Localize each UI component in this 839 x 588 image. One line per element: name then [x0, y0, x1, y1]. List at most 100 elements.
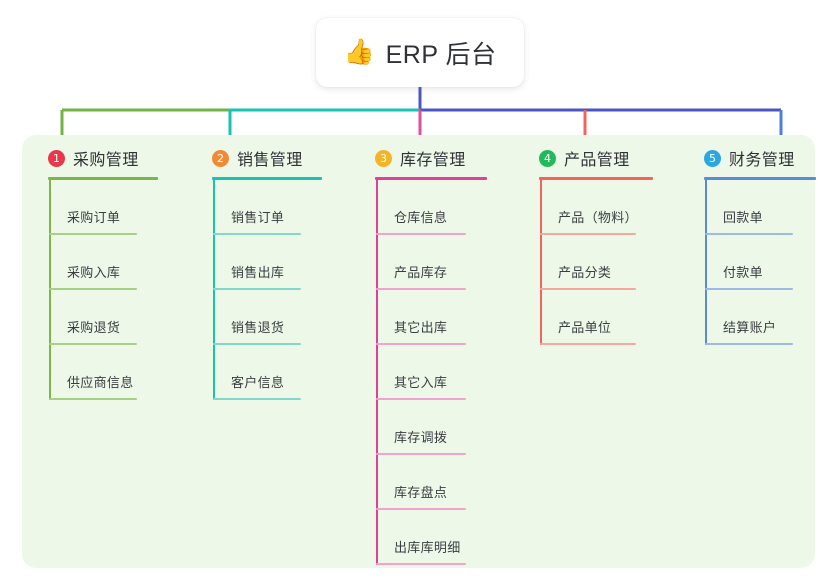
branch-number-badge: 4	[539, 149, 556, 167]
leaf-item-underline	[540, 288, 636, 290]
leaf-item-2-2[interactable]: 销售出库	[200, 235, 352, 290]
leaf-item-3-5[interactable]: 库存调拨	[363, 400, 515, 455]
leaf-item-label: 出库库明细	[394, 540, 461, 555]
branch-header-underline	[48, 177, 158, 180]
leaf-item-label: 销售出库	[231, 265, 285, 280]
leaf-item-4-2[interactable]: 产品分类	[527, 235, 687, 290]
leaf-item-1-4[interactable]: 供应商信息	[36, 345, 188, 400]
leaf-item-label: 回款单	[723, 210, 763, 225]
leaf-item-3-1[interactable]: 仓库信息	[363, 180, 515, 235]
branch-leaf-list: 采购订单采购入库采购退货供应商信息	[36, 180, 188, 400]
branch-column-4[interactable]: 4 产品管理产品（物料） 产品分类产品单位	[527, 143, 687, 345]
branch-column-5[interactable]: 5 财务管理回款单付款单结算账户	[692, 143, 839, 345]
leaf-item-underline	[376, 563, 466, 565]
leaf-item-label: 产品（物料）	[558, 210, 638, 225]
leaf-item-label: 其它入库	[394, 375, 448, 390]
branch-number-badge: 1	[48, 149, 65, 167]
branch-column-2[interactable]: 2 销售管理销售订单销售出库销售退货客户信息	[200, 143, 352, 400]
leaf-item-label: 库存调拨	[394, 430, 448, 445]
branch-column-3[interactable]: 3 库存管理仓库信息产品库存其它出库其它入库库存调拨库存盘点出库库明细	[363, 143, 515, 565]
leaf-item-4-3[interactable]: 产品单位	[527, 290, 687, 345]
leaf-item-underline	[49, 233, 137, 235]
branch-spine	[540, 180, 542, 345]
leaf-item-label: 采购入库	[67, 265, 121, 280]
branch-header-1[interactable]: 1 采购管理	[36, 143, 188, 173]
leaf-item-underline	[376, 398, 466, 400]
branch-number-badge: 3	[375, 149, 392, 167]
leaf-item-label: 采购订单	[67, 210, 121, 225]
leaf-item-1-3[interactable]: 采购退货	[36, 290, 188, 345]
leaf-item-3-7[interactable]: 出库库明细	[363, 510, 515, 565]
root-node-erp-backend[interactable]: 👍 ERP 后台	[316, 18, 524, 87]
leaf-item-3-6[interactable]: 库存盘点	[363, 455, 515, 510]
leaf-item-underline	[540, 343, 636, 345]
leaf-item-underline	[705, 288, 793, 290]
leaf-item-5-3[interactable]: 结算账户	[692, 290, 839, 345]
root-node-title: ERP 后台	[385, 40, 497, 69]
leaf-item-2-4[interactable]: 客户信息	[200, 345, 352, 400]
branches-panel	[22, 135, 815, 568]
branch-header-underline	[704, 177, 816, 180]
branch-header-3[interactable]: 3 库存管理	[363, 143, 515, 173]
branch-title: 产品管理	[564, 152, 630, 169]
leaf-item-underline	[213, 343, 301, 345]
leaf-item-label: 产品分类	[558, 265, 612, 280]
leaf-item-underline	[213, 233, 301, 235]
branch-title: 财务管理	[729, 152, 795, 169]
leaf-item-3-2[interactable]: 产品库存	[363, 235, 515, 290]
leaf-item-2-1[interactable]: 销售订单	[200, 180, 352, 235]
leaf-item-underline	[49, 398, 137, 400]
leaf-item-5-1[interactable]: 回款单	[692, 180, 839, 235]
branch-header-underline	[212, 177, 322, 180]
leaf-item-underline	[213, 288, 301, 290]
leaf-item-label: 采购退货	[67, 320, 121, 335]
leaf-item-underline	[376, 453, 466, 455]
leaf-item-label: 仓库信息	[394, 210, 448, 225]
leaf-item-3-3[interactable]: 其它出库	[363, 290, 515, 345]
leaf-item-label: 结算账户	[723, 320, 777, 335]
leaf-item-underline	[376, 233, 466, 235]
leaf-item-label: 产品单位	[558, 320, 612, 335]
branch-leaf-list: 产品（物料） 产品分类产品单位	[527, 180, 687, 345]
leaf-item-label: 付款单	[723, 265, 763, 280]
leaf-item-1-2[interactable]: 采购入库	[36, 235, 188, 290]
leaf-item-underline	[705, 233, 793, 235]
leaf-item-3-4[interactable]: 其它入库	[363, 345, 515, 400]
leaf-item-underline	[213, 398, 301, 400]
leaf-item-5-2[interactable]: 付款单	[692, 235, 839, 290]
thumbs-up-icon: 👍	[343, 38, 375, 66]
leaf-item-underline	[705, 343, 793, 345]
branch-number-badge: 2	[212, 149, 229, 167]
leaf-item-underline	[49, 288, 137, 290]
branch-number-badge: 5	[704, 149, 721, 167]
branch-column-1[interactable]: 1 采购管理采购订单采购入库采购退货供应商信息	[36, 143, 188, 400]
leaf-item-underline	[376, 508, 466, 510]
leaf-item-4-1[interactable]: 产品（物料）	[527, 180, 687, 235]
branch-leaf-list: 回款单付款单结算账户	[692, 180, 839, 345]
leaf-item-label: 其它出库	[394, 320, 448, 335]
branch-title: 库存管理	[400, 152, 466, 169]
leaf-item-underline	[49, 343, 137, 345]
leaf-item-underline	[376, 288, 466, 290]
branch-header-2[interactable]: 2 销售管理	[200, 143, 352, 173]
leaf-item-2-3[interactable]: 销售退货	[200, 290, 352, 345]
leaf-item-label: 产品库存	[394, 265, 448, 280]
leaf-item-label: 供应商信息	[67, 375, 134, 390]
branch-header-4[interactable]: 4 产品管理	[527, 143, 687, 173]
leaf-item-label: 销售订单	[231, 210, 285, 225]
leaf-item-label: 客户信息	[231, 375, 285, 390]
branch-title: 销售管理	[237, 152, 303, 169]
leaf-item-underline	[376, 343, 466, 345]
branch-header-underline	[539, 177, 653, 180]
branch-spine	[376, 180, 378, 565]
branch-spine	[705, 180, 707, 345]
branch-leaf-list: 仓库信息产品库存其它出库其它入库库存调拨库存盘点出库库明细	[363, 180, 515, 565]
branch-spine	[49, 180, 51, 400]
branch-header-5[interactable]: 5 财务管理	[692, 143, 839, 173]
branch-spine	[213, 180, 215, 400]
leaf-item-1-1[interactable]: 采购订单	[36, 180, 188, 235]
branch-leaf-list: 销售订单销售出库销售退货客户信息	[200, 180, 352, 400]
branch-title: 采购管理	[73, 152, 139, 169]
leaf-item-label: 库存盘点	[394, 485, 448, 500]
